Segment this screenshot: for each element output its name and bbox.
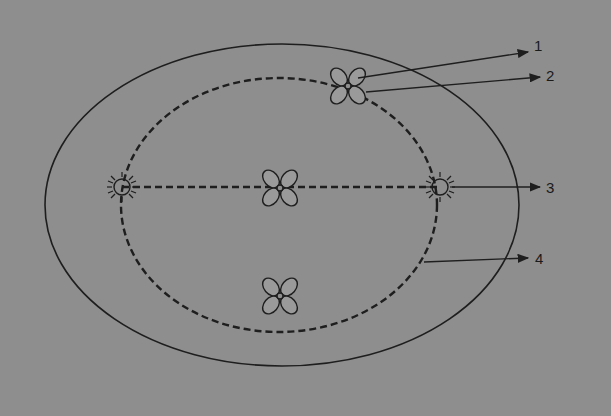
callout-number: 4 (535, 251, 543, 266)
cell-membrane (45, 44, 519, 366)
chromosome (327, 65, 369, 107)
callout-number: 3 (546, 180, 554, 195)
leader-line (366, 77, 540, 92)
leader-line (452, 186, 540, 187)
chromosome (259, 275, 301, 317)
centriole-aster (107, 172, 137, 202)
chromosome (259, 167, 301, 209)
callout-number: 1 (534, 38, 542, 53)
leader-line (358, 52, 528, 78)
spindle-fibre (121, 78, 437, 332)
centriole-aster (425, 172, 455, 202)
callout-number: 2 (546, 68, 554, 83)
leader-line (424, 258, 528, 262)
